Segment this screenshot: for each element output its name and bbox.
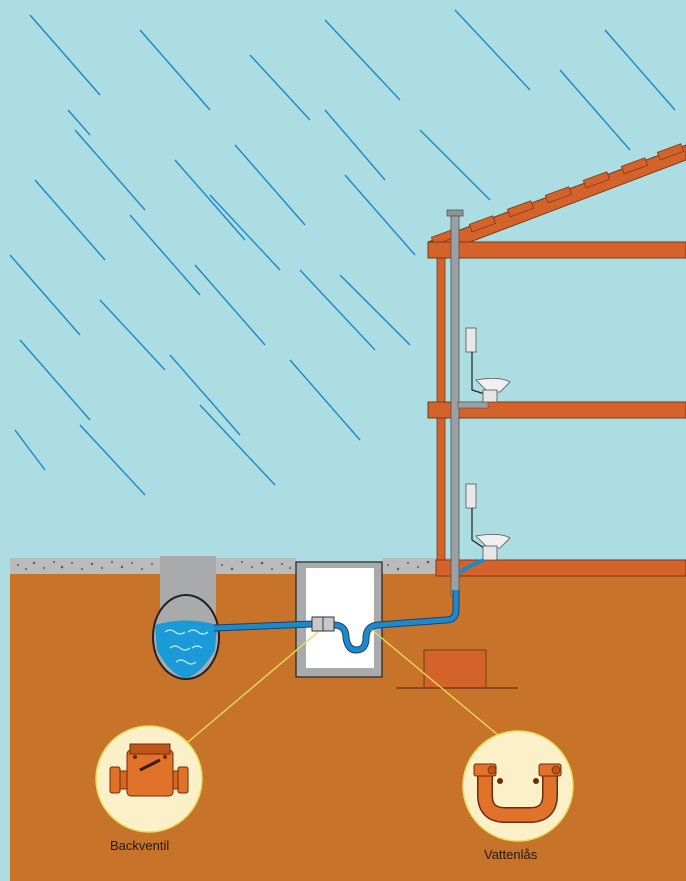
backventil-callout xyxy=(95,725,203,833)
drain-pipe xyxy=(213,558,485,654)
backflow-valve-icon xyxy=(109,743,189,797)
rain xyxy=(9,9,676,496)
basement xyxy=(295,561,383,678)
street-sewer xyxy=(152,556,220,680)
toilet-upper xyxy=(465,327,511,403)
callout-lines xyxy=(187,629,499,743)
gravel-strip xyxy=(10,558,452,574)
sky xyxy=(0,0,686,565)
vattenlas-label: Vattenlås xyxy=(484,847,538,862)
backventil-label: Backventil xyxy=(110,838,170,853)
water-trap-icon xyxy=(473,763,562,823)
left-border xyxy=(0,565,10,881)
vattenlas-callout xyxy=(462,730,574,842)
house xyxy=(396,143,686,689)
toilet-lower xyxy=(465,483,511,561)
